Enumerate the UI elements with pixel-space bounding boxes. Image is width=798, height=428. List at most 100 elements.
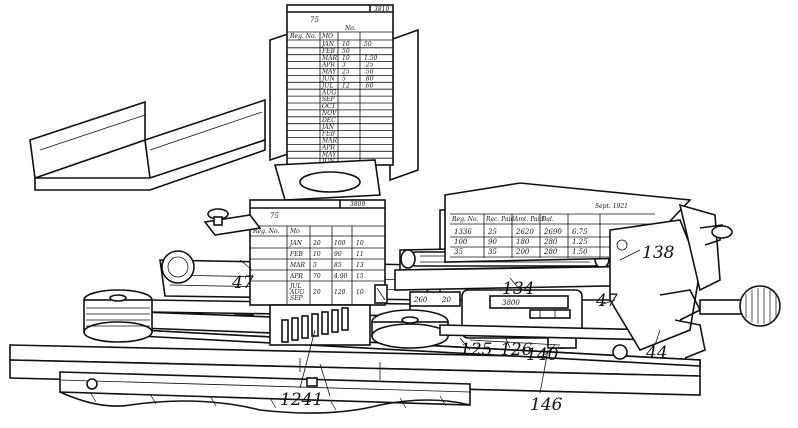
label-125: 125 (460, 340, 492, 360)
label-47-left: 47 (231, 273, 254, 293)
lower-card-value: 11 (356, 251, 364, 258)
lower-card-number: 3809 (350, 201, 365, 208)
lower-card-value: 15 (356, 273, 364, 280)
ledger-cell: 200 (515, 248, 530, 256)
upper-card-month: SEP (322, 96, 335, 103)
card-tray (29, 28, 419, 191)
label-146: 146 (530, 395, 563, 415)
upper-card-value: 5 (342, 76, 346, 83)
lower-card-header-b: Mo (289, 228, 300, 235)
ledger-cell: 1336 (454, 228, 472, 236)
upper-card-value: .25 (364, 62, 374, 69)
upper-card-month: APR (321, 62, 335, 69)
lower-card-month: AUG (289, 289, 304, 296)
upper-card-month: JAN (320, 41, 335, 48)
upper-card-month: OCT (322, 103, 337, 110)
ledger-cell: 1.25 (572, 238, 588, 246)
lower-card-value: 13 (356, 262, 364, 269)
upper-card-value: 10 (342, 41, 350, 48)
upper-card-value: 50 (342, 48, 350, 55)
ledger-header-cell: Rec. Paid (485, 216, 515, 223)
ledger-cell: 90 (488, 238, 497, 246)
upper-card-value: 10 (342, 55, 350, 62)
base-frame (9, 329, 701, 414)
upper-card-value: .60 (364, 82, 374, 89)
lower-card-value: 90 (334, 251, 342, 258)
upper-card-month: MAR (321, 55, 337, 62)
ledger-header-cell: Amt. Paid (513, 216, 544, 223)
lower-card-value: 100 (334, 240, 346, 247)
right-knob (699, 285, 781, 327)
label-44: 44 (645, 343, 668, 363)
upper-card-month: JUL (320, 82, 333, 89)
lower-card-month: MAR (289, 262, 305, 269)
ledger-cell: 180 (516, 238, 530, 246)
lower-card-value: 20 (312, 240, 321, 247)
upper-card-number: 3810 (374, 6, 389, 13)
upper-card-field-top: 75 (310, 16, 319, 24)
type-mechanism (269, 284, 449, 349)
upper-card-header-a: Reg. No. (289, 33, 316, 40)
upper-card-value: .80 (364, 76, 374, 83)
left-roller (83, 289, 153, 343)
ledger-cell: 1.50 (572, 248, 588, 256)
lower-card-value: 70 (313, 273, 321, 280)
upper-card-value: .50 (364, 69, 374, 76)
ledger-cell: 35 (454, 248, 463, 256)
lower-card-month: JUL (288, 283, 301, 290)
upper-card-month: APR (321, 145, 335, 152)
counter-right: 20 (441, 296, 451, 304)
upper-card-value: 50 (364, 41, 372, 48)
lower-card-value: 10 (313, 251, 321, 258)
lower-card-value: 4.90 (333, 273, 348, 280)
upper-card-month: MAR (321, 138, 337, 145)
upper-card-month: JAN (320, 124, 335, 131)
lower-card-month: APR (289, 273, 303, 280)
ledger-cell: 280 (543, 248, 558, 256)
lower-card-value: 120 (334, 289, 346, 296)
label-140: 140 (526, 345, 559, 365)
lower-card-value: 5 (313, 262, 317, 269)
lower-card-month: JAN (288, 240, 303, 247)
ledger-cell: 35 (488, 248, 497, 256)
lower-card-month: FEB (289, 251, 304, 258)
ledger-cell: 6.75 (572, 228, 588, 236)
ledger-cell: 2690 (543, 228, 562, 236)
lower-card-value: 85 (334, 262, 342, 269)
upper-card-field-no: No. (344, 25, 356, 32)
lower-card-value: 10 (356, 289, 364, 296)
counter-left: 260 (413, 296, 428, 304)
lower-card-value: 10 (356, 240, 364, 247)
leader-lines (239, 249, 661, 394)
upper-card-value: 3 (342, 62, 346, 69)
right-frame (609, 203, 781, 360)
counter-window: 260 20 3800 (409, 289, 583, 339)
upper-card-header-b: MO (321, 33, 333, 40)
ledger-cell: 100 (454, 238, 468, 246)
upper-card-month: MAY (321, 69, 337, 76)
upper-card-month: MAY (321, 151, 337, 158)
ledger-cell: 280 (543, 238, 558, 246)
upper-card-month: JUN (320, 76, 335, 83)
upper-card-month: FEB (321, 131, 336, 138)
upper-card-value: 1.50 (364, 55, 378, 62)
upper-card-value: 25 (341, 69, 350, 76)
ledger-cell: 25 (487, 228, 497, 236)
reference-labels: 47 134 138 47 125 126 140 44 146 1241 (231, 243, 675, 415)
upper-card-month: DEC (321, 117, 336, 124)
ledger-header-cell: Reg. No. (451, 216, 478, 223)
label-138: 138 (642, 243, 675, 263)
lower-card-value: 20 (312, 289, 321, 296)
ledger-header-cell: Bal. (541, 216, 554, 223)
ledger-date: Sept. 1921 (595, 203, 628, 210)
upper-card-month: NOV (321, 110, 337, 117)
label-126: 126 (500, 340, 533, 360)
upper-card-value: 12 (342, 82, 350, 89)
counter-readout: 3800 (502, 299, 520, 307)
upper-card-month: FEB (321, 48, 336, 55)
lower-card-month: SEP (290, 295, 303, 302)
label-47-right: 47 (595, 291, 618, 311)
